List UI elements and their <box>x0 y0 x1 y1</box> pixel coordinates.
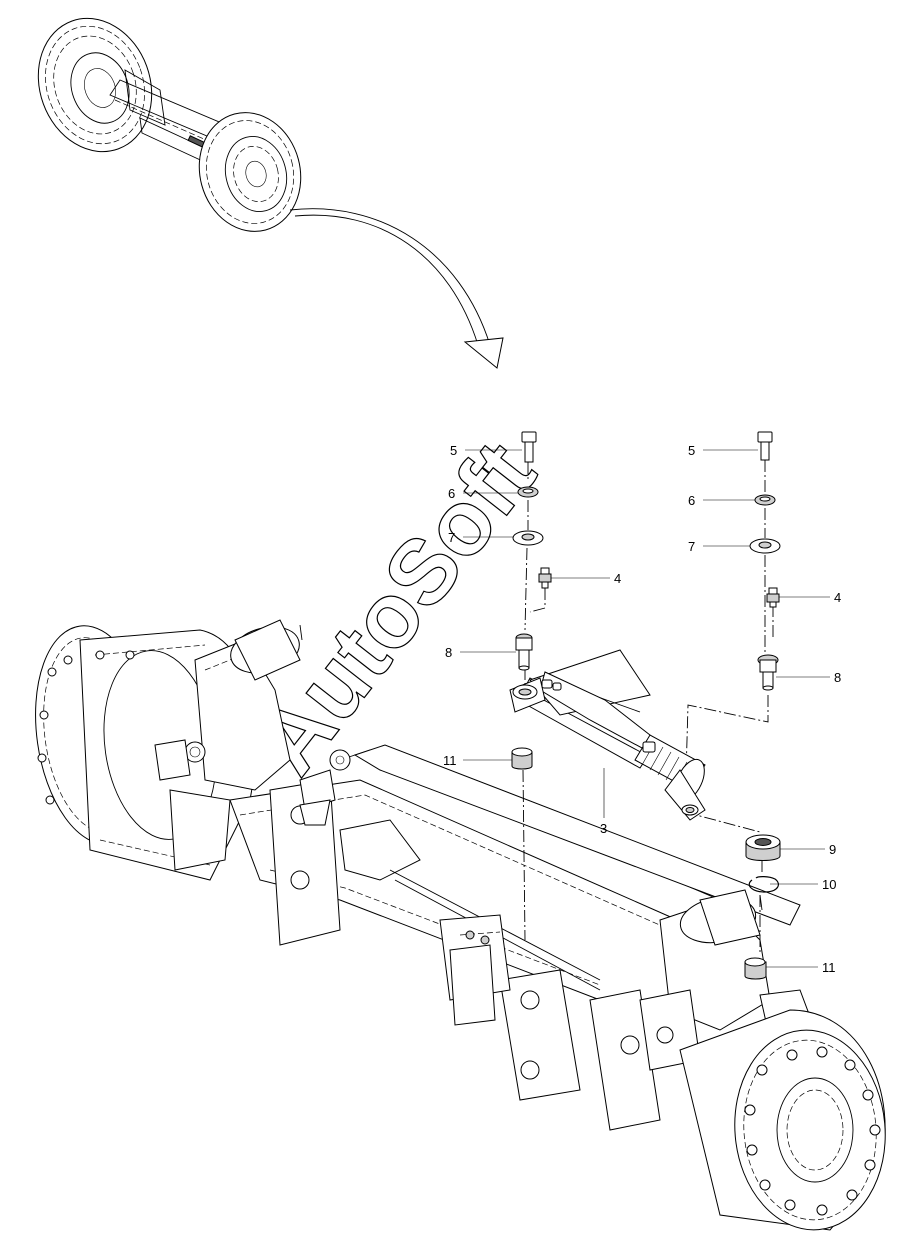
callout-3: 3 <box>600 821 607 836</box>
locator-left-wheel <box>37 17 153 153</box>
callout-6-left: 6 <box>448 486 455 501</box>
callout-5-right: 5 <box>688 443 695 458</box>
lock-washer-6-left <box>517 486 539 498</box>
washer-7-right <box>749 538 781 554</box>
callout-labels: 5 6 7 4 8 11 3 5 6 7 4 8 9 10 11 <box>443 443 841 975</box>
bolt-5-right <box>757 431 773 461</box>
callout-7-right: 7 <box>688 539 695 554</box>
callout-7-left: 7 <box>448 530 455 545</box>
pin-8-right <box>757 654 779 691</box>
locator-right-wheel <box>198 112 302 232</box>
callout-8-right: 8 <box>834 670 841 685</box>
callout-8-left: 8 <box>445 645 452 660</box>
right-wheel-hub <box>679 1009 886 1231</box>
steering-cylinder-3 <box>509 649 706 821</box>
circlip-10 <box>748 876 779 893</box>
main-axle-assembly <box>35 619 886 1231</box>
grease-nipple-4-right <box>766 587 780 608</box>
bushing-11-left <box>511 747 533 770</box>
exploded-parts <box>509 431 781 980</box>
grease-nipple-4-left <box>538 567 552 589</box>
axle-center-housing <box>299 749 601 1026</box>
callout-9: 9 <box>829 842 836 857</box>
callout-4-left: 4 <box>614 571 621 586</box>
callout-6-right: 6 <box>688 493 695 508</box>
bushing-11-right <box>744 957 767 980</box>
lock-washer-6-right <box>754 494 776 506</box>
pin-8-left <box>515 633 533 671</box>
bolt-5-left <box>521 431 537 463</box>
callout-11-right: 11 <box>822 960 836 975</box>
callout-10: 10 <box>822 877 836 892</box>
view-transition-arrow <box>289 208 504 369</box>
callout-5-left: 5 <box>450 443 457 458</box>
callout-11-left: 11 <box>443 753 457 768</box>
washer-7-left <box>512 530 544 546</box>
callout-4-right: 4 <box>834 590 841 605</box>
locator-axle-thumbnail <box>37 17 302 232</box>
spherical-bearing-9 <box>745 834 781 861</box>
left-steering-knuckle <box>154 619 303 871</box>
